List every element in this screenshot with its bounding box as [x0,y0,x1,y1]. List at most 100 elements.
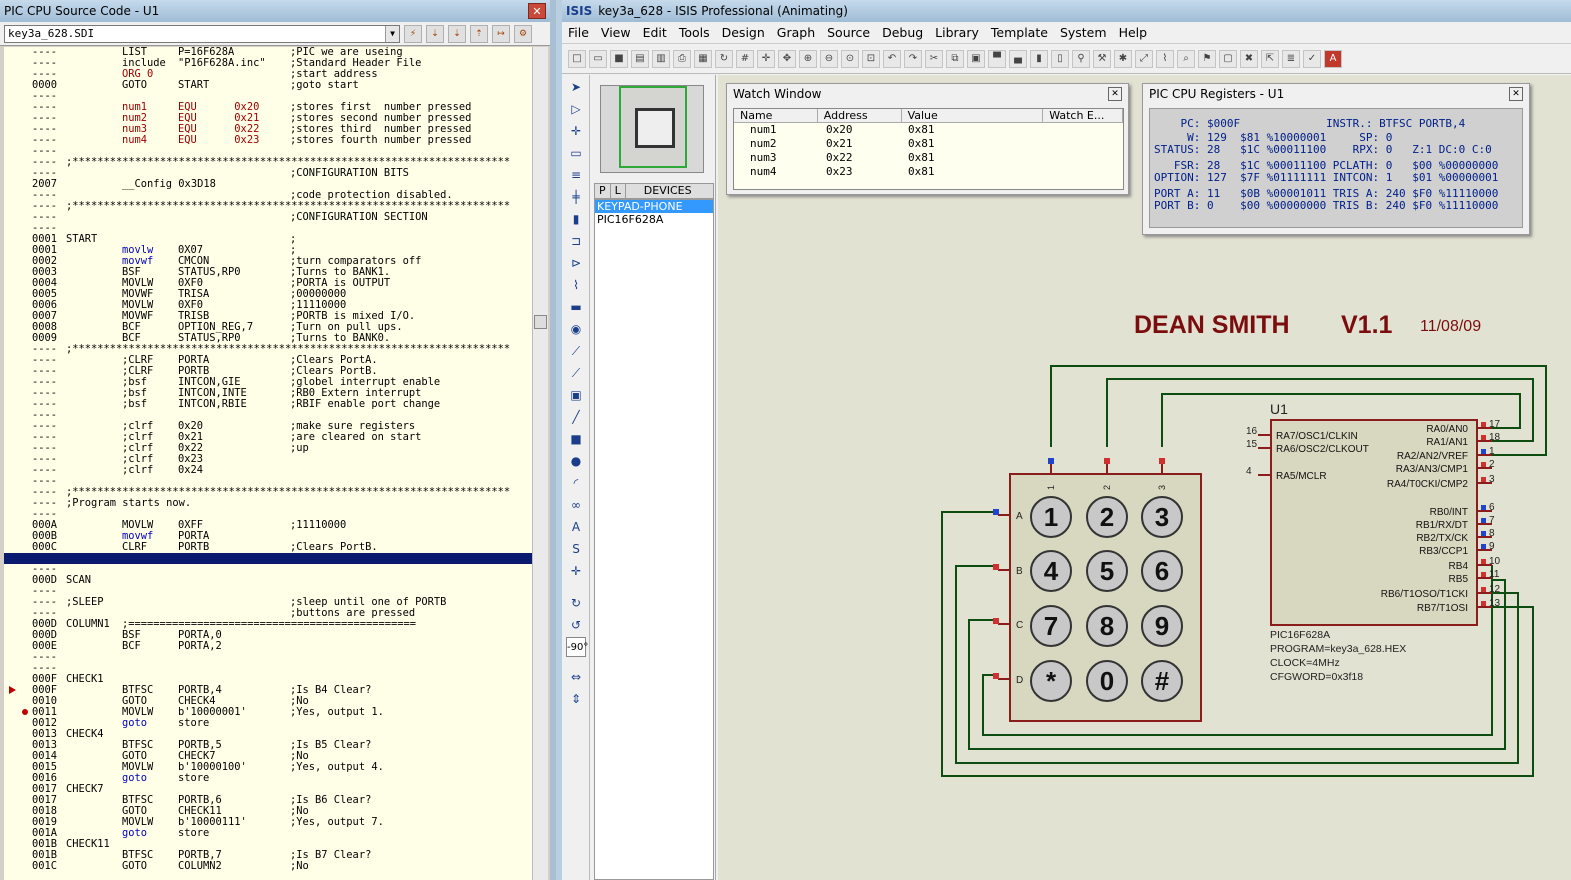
zoom-all-icon[interactable]: ⊙ [841,49,859,68]
paste-icon[interactable]: ▣ [967,49,985,68]
keypad-key[interactable] [1030,660,1072,702]
code-line[interactable]: ---- [4,410,532,421]
step-over-icon[interactable]: ⇣ [426,24,444,43]
code-line[interactable]: ---- [4,663,532,674]
run-to-cursor-icon[interactable]: ↦ [492,24,510,43]
wire-autorouter-icon[interactable]: ⌇ [1156,49,1174,68]
ares-netlist-icon[interactable]: A [1324,49,1342,68]
new-sheet-icon[interactable]: ▢ [1219,49,1237,68]
mirror-vertical-icon[interactable]: ⇕ [570,692,582,706]
menu-tools[interactable]: Tools [678,25,710,40]
copy-icon[interactable]: ⧉ [946,49,964,68]
code-line[interactable]: ----;CONFIGURATION SECTION [4,212,532,223]
code-line[interactable]: ---- [4,146,532,157]
device-item-pic16f628a[interactable]: PIC16F628A [597,213,664,226]
library-manager-button[interactable]: L [611,184,626,198]
keypad-key[interactable] [1086,550,1128,592]
registers-title-bar[interactable]: PIC CPU Registers - U1 ✕ [1143,84,1529,104]
column-header-watch-expression[interactable]: Watch E... [1043,109,1123,122]
code-line[interactable]: ----;Program starts now. [4,498,532,509]
code-line[interactable]: ----;***********************************… [4,344,532,355]
grid-icon[interactable]: # [736,49,754,68]
code-line[interactable]: ---- [4,652,532,663]
generator-icon[interactable]: ◉ [570,322,582,336]
path-tool-icon[interactable]: ∞ [571,498,581,512]
code-line[interactable]: 2007__Config 0x3D18 [4,179,532,190]
arc-tool-icon[interactable]: ◜ [573,476,579,490]
print-icon[interactable]: ⎙ [673,49,691,68]
menu-template[interactable]: Template [990,25,1048,40]
subcircuit-icon[interactable]: ▮ [572,212,580,226]
open-folder-icon[interactable]: ▭ [589,49,607,68]
terminal-icon[interactable]: ⊐ [570,234,582,248]
keypad-key[interactable] [1086,605,1128,647]
redo-icon[interactable]: ↷ [904,49,922,68]
keypad-key[interactable] [1141,660,1183,702]
keypad-key[interactable] [1141,550,1183,592]
column-header-value[interactable]: Value [902,109,1044,122]
menu-file[interactable]: File [568,25,589,40]
exit-to-parent-icon[interactable]: ⇱ [1261,49,1279,68]
pick-device-icon[interactable]: ⚲ [1072,49,1090,68]
graph-icon[interactable]: ⌇ [573,278,579,292]
block-rotate-icon[interactable]: ▮ [1030,49,1048,68]
code-line[interactable]: ----;CONFIGURATION BITS [4,168,532,179]
pan-icon[interactable]: ✥ [778,49,796,68]
current-line-highlight[interactable] [4,553,532,564]
bus-icon[interactable]: ╪ [572,190,580,204]
bill-of-materials-icon[interactable]: ≣ [1282,49,1300,68]
rotation-angle-field[interactable]: -90° [566,637,588,657]
code-line[interactable]: ---- [4,476,532,487]
circle-tool-icon[interactable]: ● [570,454,582,468]
search-icon[interactable]: ⌕ [1177,49,1195,68]
rotate-clockwise-icon[interactable]: ↻ [570,596,582,610]
mirror-horizontal-icon[interactable]: ⇔ [570,670,582,684]
new-file-icon[interactable]: □ [568,49,586,68]
isis-title-bar[interactable]: ISIS key3a_628 - ISIS Professional (Anim… [562,0,1571,22]
voltage-probe-icon[interactable]: ⟋ [571,344,581,358]
menu-debug[interactable]: Debug [882,25,924,40]
block-copy-icon[interactable]: ▀ [988,49,1006,68]
electrical-check-icon[interactable]: ✓ [1303,49,1321,68]
undo-icon[interactable]: ↶ [883,49,901,68]
menu-help[interactable]: Help [1118,25,1148,40]
symbol-tool-icon[interactable]: S [572,542,580,556]
import-icon[interactable]: ▤ [631,49,649,68]
toggle-breakpoint-icon[interactable]: ⚡ [404,24,422,43]
close-icon[interactable]: ✕ [1509,87,1523,101]
keypad-key[interactable] [1086,660,1128,702]
virtual-instrument-icon[interactable]: ▣ [570,388,582,402]
code-line[interactable]: ----;***********************************… [4,487,532,498]
line-tool-icon[interactable]: ╱ [572,410,580,424]
